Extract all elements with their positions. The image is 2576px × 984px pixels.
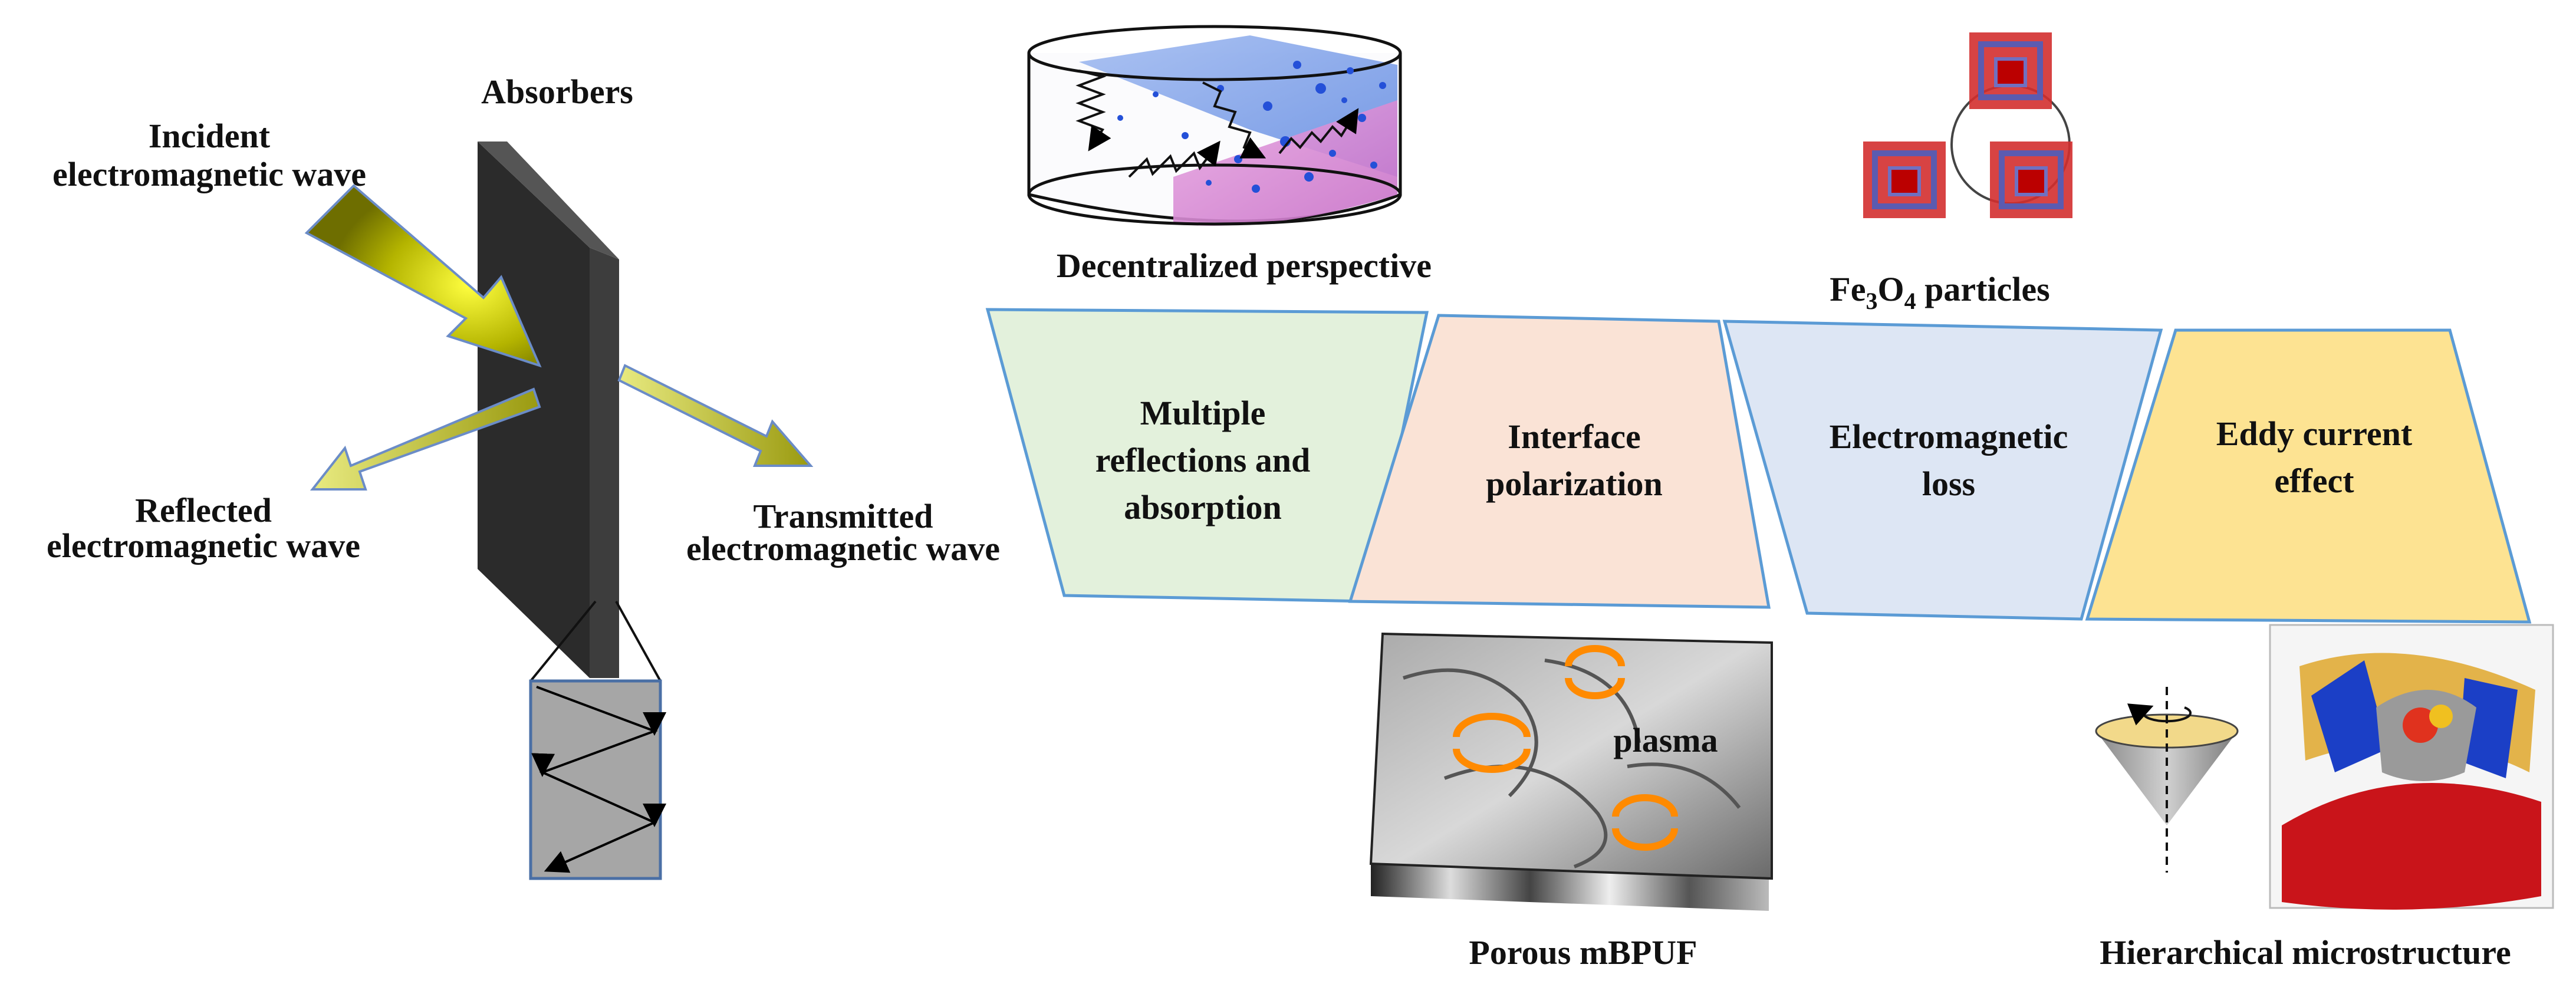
porous-mbpuf-illustration: plasma Porous mBPUF — [1369, 632, 1773, 972]
mechanism-box-4 — [2085, 328, 2532, 624]
zigzag-wave-1 — [1075, 70, 1111, 152]
incident-wave-arrow — [304, 184, 542, 368]
crystal-cluster-top — [1969, 32, 2052, 109]
zoom-line-left — [529, 600, 597, 682]
reflected-wave-arrow — [310, 387, 541, 491]
porous-mbpuf-label: Porous mBPUF — [1469, 933, 1697, 972]
surface-blue — [2311, 660, 2388, 772]
incident-label-line1: Incident — [149, 117, 271, 155]
particle-dots — [1117, 61, 1386, 193]
mechanism-3-line2: loss — [1922, 465, 1975, 503]
absorbers-label: Absorbers — [481, 73, 633, 111]
mechanism-box-3 — [1722, 320, 2163, 621]
slab-top — [1369, 632, 1773, 880]
mechanism-4-line1: Eddy current — [2216, 414, 2413, 453]
zigzag-wave-4 — [1278, 108, 1359, 154]
mechanism-electromagnetic-loss: Electromagnetic loss — [1722, 320, 2163, 621]
mechanism-1-line2: reflections and — [1095, 441, 1311, 479]
eddy-loop-2 — [1453, 713, 1531, 773]
mechanism-2-line2: polarization — [1486, 465, 1663, 503]
reflected-label-line2: electromagnetic wave — [47, 526, 360, 565]
mechanism-3-line1: Electromagnetic — [1830, 417, 2068, 456]
hierarchical-illustration: Hierarchical microstructure — [2095, 624, 2554, 972]
plasma-label: plasma — [1613, 721, 1718, 759]
absorber-plate-side — [590, 248, 619, 678]
decentralized-illustration: Decentralized perspective — [1027, 25, 1432, 285]
crystal-cluster-right — [1990, 141, 2072, 218]
zigzag-internal-reflection — [531, 686, 667, 873]
mechanism-eddy-current: Eddy current effect — [2085, 328, 2532, 624]
surface-red — [2282, 783, 2541, 910]
transmitted-wave-arrow — [617, 364, 814, 467]
mechanism-multiple-reflections: Multiple reflections and absorption — [985, 308, 1429, 603]
reflected-label-line1: Reflected — [135, 491, 272, 529]
zigzag-wave-3 — [1202, 81, 1266, 159]
absorber-plate-top — [478, 141, 619, 259]
rotation-arrow — [2127, 703, 2192, 726]
zoom-line-right — [615, 601, 662, 682]
absorber-group: Absorbers Incident electromagnetic wave … — [47, 73, 1000, 880]
surface-blue-2 — [2459, 678, 2518, 778]
core-sphere-2 — [2429, 705, 2453, 728]
eddy-loop-1 — [1565, 645, 1625, 699]
eddy-loop-3 — [1612, 794, 1678, 851]
fe3o4-label: Fe3O4 particles — [1830, 270, 2049, 314]
mechanism-box-2 — [1348, 314, 1771, 609]
cylinder-top — [1027, 25, 1402, 81]
zigzag-wave-2 — [1128, 140, 1220, 178]
transmitted-label-line2: electromagnetic wave — [686, 529, 1000, 568]
fe3o4-illustration: Fe3O4 particles — [1830, 32, 2072, 314]
mechanism-boxes: Multiple reflections and absorption Inte… — [985, 308, 2532, 624]
mechanism-1-line1: Multiple — [1140, 394, 1266, 432]
incident-label-line2: electromagnetic wave — [52, 155, 366, 193]
crystal-cluster-left — [1863, 141, 1946, 218]
mechanism-4-line2: effect — [2274, 462, 2354, 500]
mechanism-2-line1: Interface — [1508, 417, 1640, 456]
mechanism-1-line3: absorption — [1124, 488, 1282, 526]
mechanism-interface-polarization: Interface polarization — [1348, 314, 1771, 609]
decentralized-label: Decentralized perspective — [1057, 246, 1432, 285]
transmitted-label-line1: Transmitted — [753, 497, 933, 535]
hierarchical-label: Hierarchical microstructure — [2100, 933, 2511, 972]
